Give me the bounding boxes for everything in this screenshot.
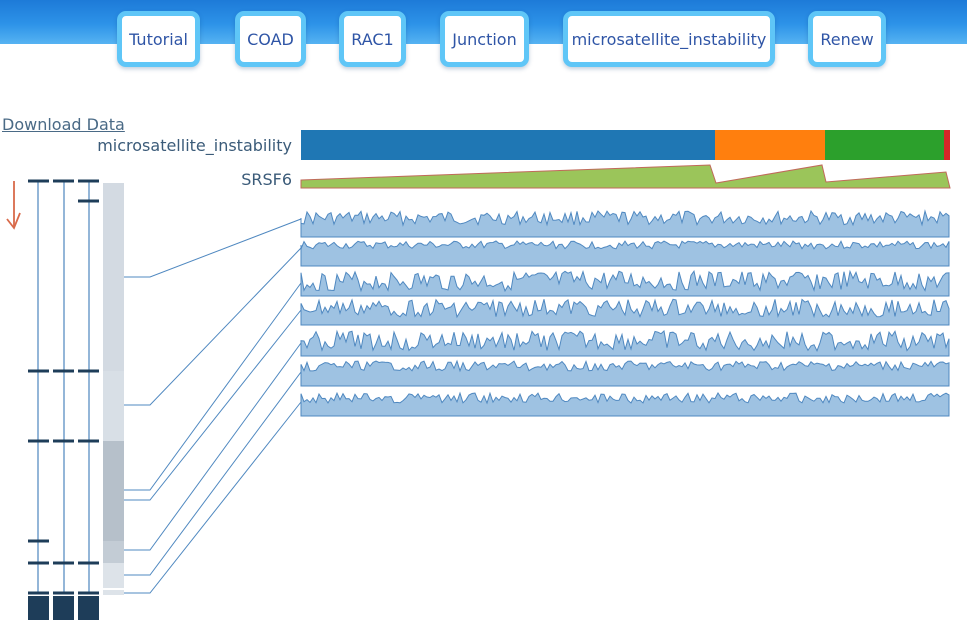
sample-dendrogram [37, 181, 90, 593]
dendrogram-node [53, 591, 74, 595]
dendrogram-node [28, 591, 49, 595]
dendrogram-node [78, 561, 99, 565]
sample-waveform-3[interactable] [300, 269, 950, 297]
dendrogram-node [78, 179, 99, 183]
expression-area [300, 164, 951, 189]
sample-waveform-1[interactable] [300, 209, 950, 238]
sample-waveform-2[interactable] [300, 240, 950, 267]
cluster-segment-5[interactable] [103, 563, 124, 588]
sort-arrow-icon[interactable] [6, 181, 21, 230]
dendrogram-node [28, 561, 49, 565]
cluster-segment-6[interactable] [103, 590, 124, 595]
category-segment-3[interactable] [825, 130, 944, 160]
dendrogram-node [28, 539, 49, 543]
nav-button-rac1[interactable]: RAC1 [339, 11, 406, 67]
category-track-label: microsatellite_instability [97, 136, 292, 155]
nav-button-renew[interactable]: Renew [808, 11, 886, 67]
nav-button-tutorial[interactable]: Tutorial [117, 11, 200, 67]
sample-waveform-6[interactable] [300, 359, 950, 387]
nav-button-coad[interactable]: COAD [235, 11, 306, 67]
cluster-segment-3[interactable] [103, 441, 124, 541]
dendrogram-node [53, 179, 74, 183]
category-segment-4[interactable] [944, 130, 950, 160]
cluster-segment-1[interactable] [103, 183, 124, 371]
download-data-link[interactable]: Download Data [2, 115, 125, 134]
dendrogram-node [53, 561, 74, 565]
sample-waveform-5[interactable] [300, 329, 950, 357]
sample-waveforms [300, 209, 950, 417]
nav-button-junction[interactable]: Junction [440, 11, 529, 67]
category-segment-2[interactable] [715, 130, 825, 160]
cluster-connectors [124, 218, 302, 594]
cluster-segment-2[interactable] [103, 371, 124, 441]
cluster-segment-4[interactable] [103, 541, 124, 563]
dendrogram-node [28, 369, 49, 373]
category-track [301, 130, 950, 160]
dendrogram-node [78, 199, 99, 203]
dendrogram-node [53, 439, 74, 443]
sample-waveform-7[interactable] [300, 391, 950, 417]
expression-track-label: SRSF6 [241, 170, 292, 189]
dendrogram-node [78, 591, 99, 595]
dendrogram-node [78, 439, 99, 443]
dendrogram-node [28, 439, 49, 443]
sample-waveform-4[interactable] [300, 298, 950, 326]
cluster-bar [103, 183, 124, 595]
dendrogram-nodes [28, 179, 99, 595]
category-segment-1[interactable] [301, 130, 715, 160]
bottom-blocks [28, 596, 99, 620]
dendrogram-node [28, 179, 49, 183]
dendrogram-node [53, 369, 74, 373]
nav-button-microsatellite-instability[interactable]: microsatellite_instability [563, 11, 775, 67]
dendrogram-node [78, 369, 99, 373]
